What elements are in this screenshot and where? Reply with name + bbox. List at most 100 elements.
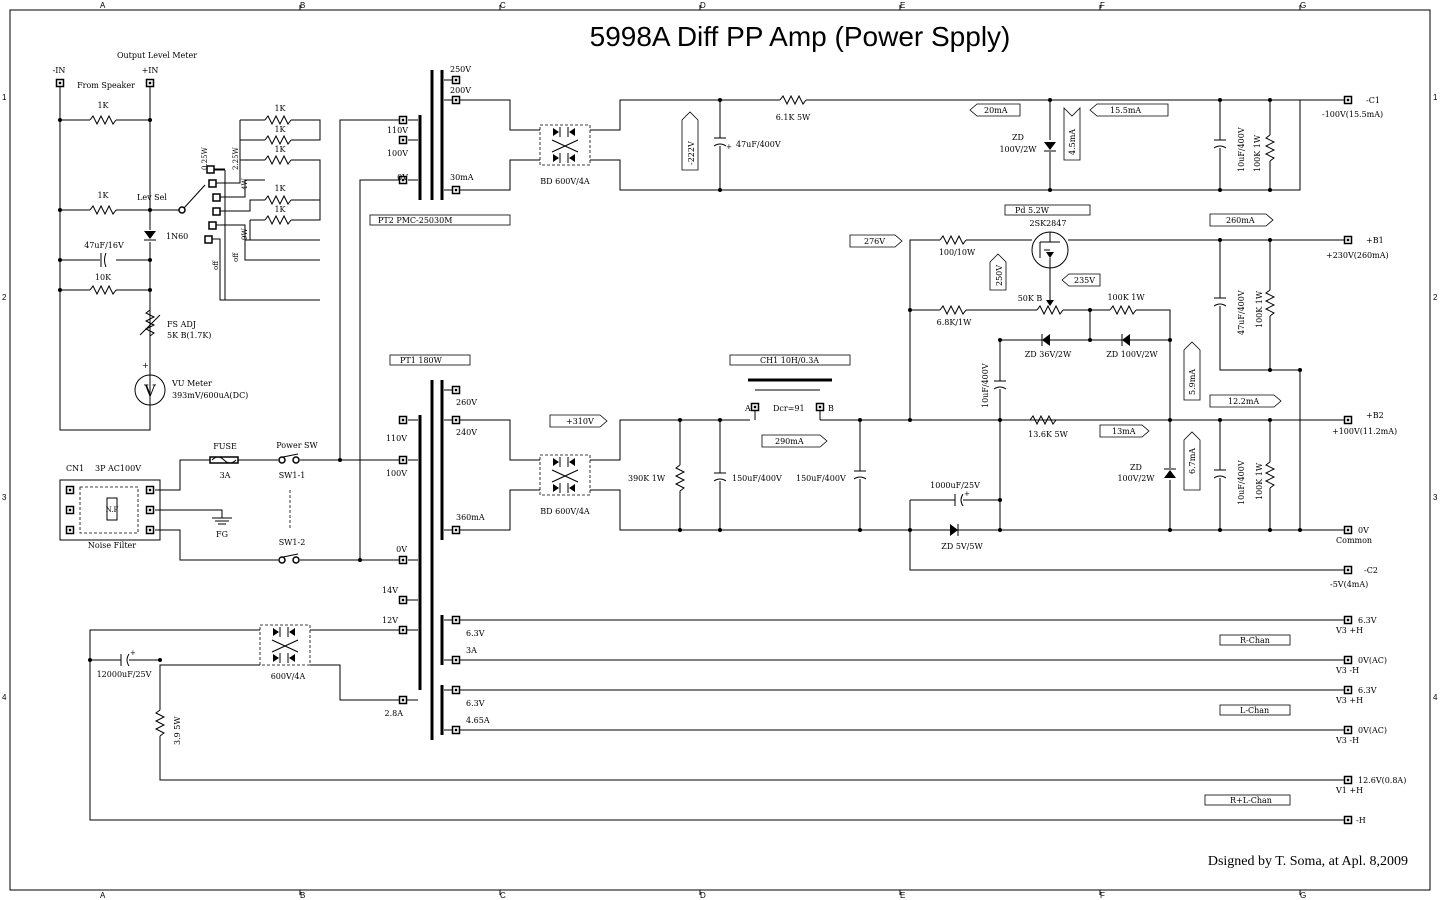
reg-6k8-value: 6.8K/1W (937, 318, 972, 327)
meter-r2-value: 1K (97, 191, 109, 200)
b-plus-filter: +310V 390K 1W 150uF/400V CH1 10H/0.3A A … (549, 354, 1345, 532)
noise-filter-label: Noise Filter (88, 541, 136, 550)
c1-bias-supply: + 47uF/400V 6.1K 5W -222V 20mA ZD 100V/2… (590, 95, 1383, 192)
c1-bleeder-resistor (1265, 134, 1275, 162)
b2-zener-value: 100V/2W (1117, 474, 1155, 483)
meter-r3-resistor (89, 285, 117, 295)
reg-input-voltage-tag: 276V (864, 237, 885, 246)
heater-out-2-voltage: 0V(AC) (1358, 656, 1387, 665)
connector-label: 3P AC100V (95, 464, 141, 473)
row-label-2-right: 2 (1433, 293, 1438, 302)
ladder-resistor-1 (264, 115, 292, 125)
b2-regulator: 13.6K 5W 12.2mA 13mA ZD 100V/2W 6.7mA 10… (908, 370, 1397, 545)
b2-zener-label: ZD (1130, 463, 1142, 472)
choke-dcr: Dcr=91 (773, 404, 805, 413)
selector-contacts (204, 165, 221, 244)
choke-current-tag: 290mA (775, 437, 804, 446)
bleeder-resistor (675, 464, 685, 492)
pt2-sec-30ma: 30mA (450, 173, 474, 182)
reg-current-tag-59ma: 5.9mA (1188, 369, 1197, 395)
mosfet-part-number: 2SK2847 (1030, 219, 1067, 228)
in-plus-terminal (145, 78, 155, 88)
tap-label-9w: 9W (241, 228, 249, 240)
heater-bridge-label: 600V/4A (271, 672, 306, 681)
meter-diode-value: 1N60 (166, 232, 188, 241)
fuse-symbol (209, 456, 239, 464)
col-label-a: A (100, 1, 106, 10)
col-label-d-bottom: D (700, 891, 706, 900)
meter-r3-value: 10K (95, 273, 112, 282)
ladder-resistor-2 (264, 135, 292, 145)
c1-current-tag-20ma: 20mA (984, 106, 1008, 115)
reg-series-resistor (939, 235, 967, 245)
pt1-bridge-rectifier: BD 600V/4A (539, 454, 591, 516)
sheet-frame (9, 5, 1431, 895)
sw1-2-label: SW1-2 (279, 538, 306, 547)
row-label-3: 3 (2, 493, 7, 502)
b1-output-name: +B1 (1366, 236, 1384, 245)
meter-cap-value: 47uF/16V (84, 241, 124, 250)
pt2-bridge-label: BD 600V/4A (540, 177, 590, 186)
c2-output-name: -C2 (1364, 566, 1378, 575)
frame-ground-symbol (212, 517, 232, 525)
reg-100k-value: 100K 1W (1107, 293, 1145, 302)
in-minus-terminal (55, 78, 65, 88)
b1-bleeder-value: 100K 1W (1255, 290, 1264, 328)
svg-text:+: + (964, 490, 970, 498)
cn1-label: CN1 (66, 464, 84, 473)
common-terminal (1343, 525, 1353, 535)
common-label: Common (1336, 536, 1372, 545)
designer-signature: Dsigned by T. Soma, at Apl. 8,2009 (1208, 854, 1408, 869)
heater-out-4-name: V3 -H (1335, 736, 1359, 745)
in-minus-label: -IN (53, 66, 66, 75)
heater-tap-63v-l: 6.3V (466, 699, 485, 708)
c2-cap-value: 1000uF/25V (930, 481, 980, 490)
pt2-primary-100v: 100V (387, 149, 408, 158)
tap-label-4w: 4W (241, 178, 249, 190)
b1-cap-value: 47uF/400V (1237, 290, 1246, 335)
ladder-value-1: 1K (274, 104, 286, 113)
mains-input: CN1 3P AC100V N.F Noise Filter FUSE 3A P… (59, 119, 403, 564)
c1-voltage-tag: -222V (687, 141, 696, 165)
page-title: 5998A Diff PP Amp (Power Spply) (590, 21, 1011, 52)
pt2-transformer: 110V 100V 0V 250V 200V 30mA PT2 PMC-2503… (369, 65, 540, 226)
c1-resistor-value: 6.1K 5W (776, 113, 811, 122)
c1-output-name: -C1 (1366, 96, 1380, 105)
reg-pot-value: 50K B (1018, 294, 1043, 303)
lev-sel-label: Lev Sel (137, 193, 167, 202)
reg-6k8-resistor (939, 305, 967, 315)
c2-zener-label: ZD 5V/5W (941, 542, 983, 551)
pt2-sec-250v: 250V (450, 65, 471, 74)
reg-voltage-tag-235v: 235V (1074, 276, 1095, 285)
col-label-c: C (500, 1, 506, 10)
b2-current-tag-122ma: 12.2mA (1228, 397, 1259, 406)
pt1-hv-240v: 240V (456, 428, 477, 437)
power-sw-label: Power SW (276, 441, 318, 450)
pt2-name: PT2 PMC-25030M (378, 216, 452, 225)
c1-zener-label: ZD (1012, 133, 1024, 142)
svg-text:+: + (130, 649, 136, 657)
col-label-b-bottom: B (300, 891, 305, 900)
heater-tap-3a: 3A (466, 646, 477, 655)
vu-meter-letter: V (143, 381, 156, 400)
filter-cap1-value: 150uF/400V (732, 474, 782, 483)
bleeder-value: 390K 1W (628, 474, 666, 483)
dc-heater-supply: 600V/4A + 12000uF/25V 3.9 5W (88, 624, 1345, 821)
pt2-primary-110v: 110V (387, 126, 408, 135)
fg-label: FG (216, 530, 228, 539)
col-label-c-bottom: C (500, 891, 506, 900)
row-label-1: 1 (2, 93, 7, 102)
meter-r1-resistor (89, 115, 117, 125)
lv-tap-14v: 14V (382, 586, 398, 595)
meter-r1-value: 1K (97, 101, 109, 110)
heater-dropping-resistor (155, 709, 165, 737)
row-label-2: 2 (2, 293, 7, 302)
pt1-primary-110v: 110V (386, 434, 407, 443)
c2-output-terminal (1343, 565, 1353, 575)
b2-current-tag-13ma: 13mA (1112, 427, 1136, 436)
ladder-value-5: 1K (274, 205, 286, 214)
vu-meter-symbol (134, 374, 166, 406)
pt1-hv-260v: 260V (456, 398, 477, 407)
b2-cap-value: 10uF/400V (1237, 460, 1246, 505)
